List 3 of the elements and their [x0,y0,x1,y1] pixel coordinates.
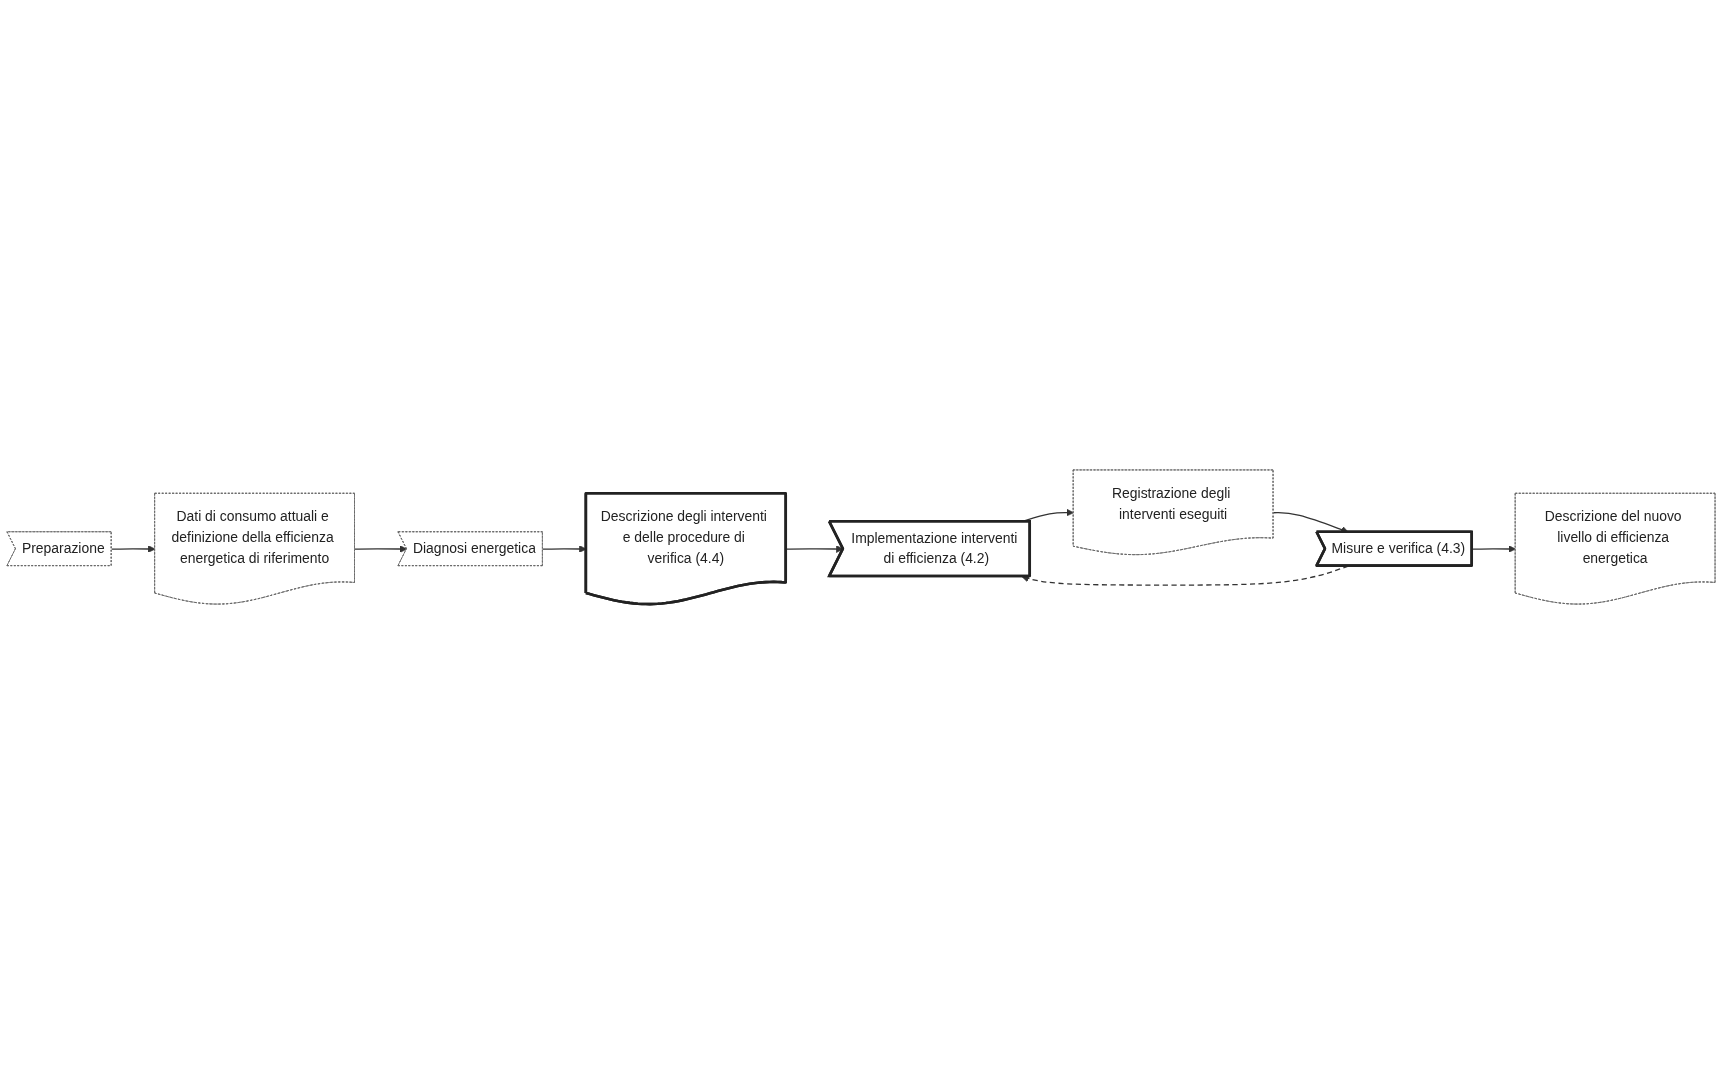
arrow [354,544,408,553]
arrow [110,544,156,553]
arrow [1471,544,1516,553]
